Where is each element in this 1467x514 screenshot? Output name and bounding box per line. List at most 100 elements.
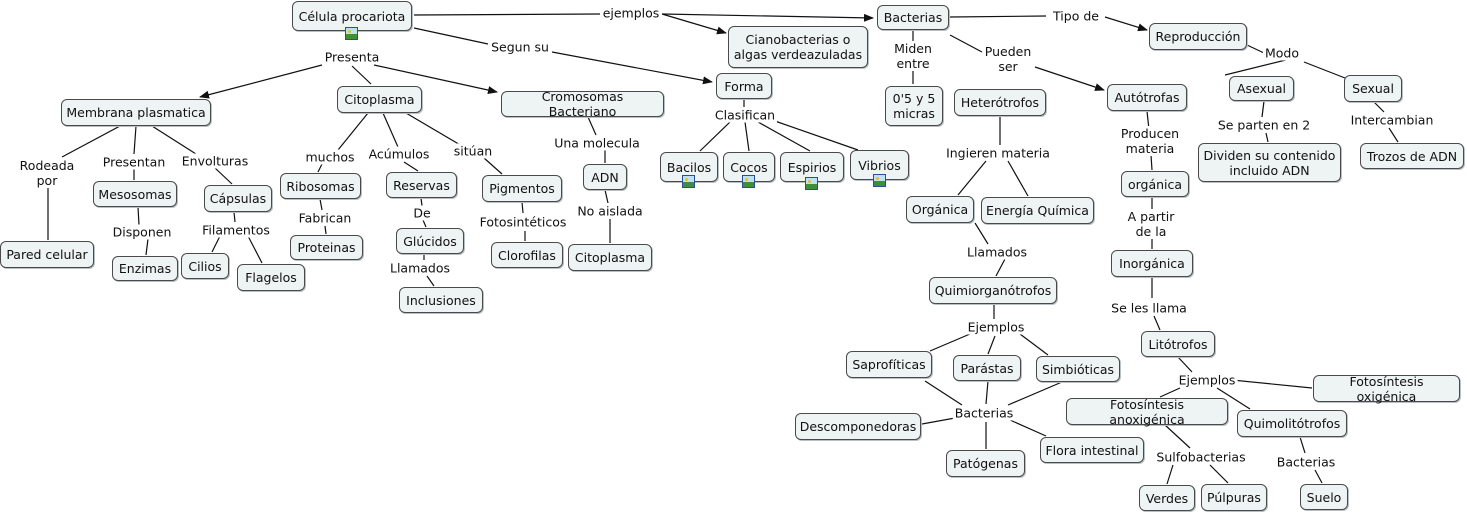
connector-line [324, 225, 327, 235]
node-reservas[interactable]: Reservas [386, 172, 457, 198]
node-pared-celular[interactable]: Pared celular [0, 241, 94, 268]
node-flora-intestinal[interactable]: Flora intestinal [1040, 437, 1144, 463]
link-se-les-llama: Se les llama [1109, 300, 1189, 316]
image-icon[interactable] [805, 177, 818, 190]
connector-line [351, 65, 372, 85]
connector-line [921, 417, 956, 425]
connector-line [744, 121, 750, 152]
link-fotosinteticos: Fotosintéticos [477, 214, 569, 230]
node-descomponedoras[interactable]: Descomponedoras [795, 413, 921, 440]
connector-line [214, 167, 233, 185]
node-asexual[interactable]: Asexual [1229, 76, 1294, 101]
node-energia-quimica[interactable]: Energía Química [981, 197, 1094, 224]
node-bacterias[interactable]: Bacterias [877, 5, 949, 30]
node-sexual[interactable]: Sexual [1344, 75, 1402, 102]
arrow-connector [373, 64, 498, 94]
link-ejemplos-right: Ejemplos [1176, 372, 1238, 388]
node-organica-1[interactable]: Orgánica [906, 196, 974, 223]
node-membrana-plasmatica[interactable]: Membrana plasmatica [61, 99, 211, 126]
node-inorganica[interactable]: Inorgánica [1111, 250, 1193, 277]
connector-line [699, 121, 731, 152]
image-icon[interactable] [345, 27, 358, 40]
connector-line [403, 161, 419, 172]
connector-line [420, 197, 423, 207]
node-forma[interactable]: Forma [716, 73, 772, 99]
node-litotrofos[interactable]: Litótrofos [1141, 331, 1215, 357]
node-glucidos[interactable]: Glúcidos [396, 228, 464, 254]
connector-line [1153, 315, 1161, 331]
connector-line [422, 219, 427, 228]
connector-line [1314, 469, 1323, 484]
link-filamentos: Filamentos [200, 222, 272, 238]
connector-line [145, 238, 149, 256]
connector-line [1177, 356, 1193, 373]
node-simbioticas[interactable]: Simbióticas [1036, 356, 1120, 382]
connector-line [974, 222, 989, 245]
node-quimiorganotrofos[interactable]: Quimiorganótrofos [929, 277, 1057, 304]
connector-line [1265, 132, 1269, 143]
node-adn[interactable]: ADN [583, 164, 627, 190]
link-disponen: Disponen [110, 224, 174, 240]
node-heterotrofos[interactable]: Heterótrofos [954, 89, 1046, 116]
node-purpuras[interactable]: Púlpuras [1201, 484, 1267, 511]
connector-line [1209, 464, 1229, 484]
connector-line [1019, 333, 1049, 356]
arrow-connector [551, 51, 713, 85]
connector-line [987, 335, 996, 355]
node-enzimas[interactable]: Enzimas [112, 256, 178, 281]
node-saprofiticas[interactable]: Saprofíticas [846, 351, 932, 378]
node-dividen[interactable]: Dividen su contenido incluido ADN [1198, 143, 1341, 182]
connector-line [137, 206, 140, 226]
node-reproduccion[interactable]: Reproducción [1149, 23, 1247, 50]
arrow-connector [661, 13, 874, 22]
node-fotosintesis-oxigenica[interactable]: Fotosíntesis oxigénica [1313, 374, 1460, 404]
node-parastas[interactable]: Parástas [953, 355, 1021, 381]
connector-line [426, 275, 435, 287]
connector-line [957, 160, 987, 196]
node-cromosomas-bacteriano[interactable]: Cromosomas Bacteriano [501, 89, 664, 119]
node-pigmentos[interactable]: Pigmentos [482, 175, 562, 202]
connector-line [1246, 44, 1265, 54]
node-trozos-adn[interactable]: Trozos de ADN [1360, 143, 1464, 169]
link-envolturas: Envolturas [179, 153, 251, 169]
node-organica-2[interactable]: orgánica [1121, 171, 1189, 197]
image-icon[interactable] [873, 174, 886, 187]
node-flagelos[interactable]: Flagelos [237, 264, 305, 291]
node-quimiolitotrofos[interactable]: Quimolitótrofos [1237, 410, 1347, 437]
connector-line [483, 157, 503, 175]
node-cilios[interactable]: Cilios [181, 253, 229, 279]
node-mesosomas[interactable]: Mesosomas [93, 181, 177, 207]
link-no-aislada: No aislada [575, 203, 645, 219]
link-miden-entre: Miden entre [892, 41, 934, 71]
connector-line [247, 235, 263, 264]
connector-line [382, 112, 399, 148]
link-tipo-de: Tipo de [1051, 8, 1101, 24]
image-icon[interactable] [682, 175, 695, 188]
arrow-connector [661, 13, 727, 35]
node-citoplasma-2[interactable]: Citoplasma [568, 244, 652, 271]
node-citoplasma[interactable]: Citoplasma [337, 86, 422, 113]
node-capsulas[interactable]: Cápsulas [204, 185, 272, 212]
node-medida[interactable]: 0'5 y 5 micras [885, 86, 943, 126]
node-proteinas[interactable]: Proteinas [290, 235, 363, 260]
node-fotosintesis-anoxigenica[interactable]: Fotosíntesis anoxigénica [1066, 397, 1228, 427]
connector-line [929, 333, 971, 352]
node-verdes[interactable]: Verdes [1139, 485, 1195, 511]
link-bacterias-mid: Bacterias [952, 405, 1016, 421]
image-icon[interactable] [742, 175, 755, 188]
node-ribosomas[interactable]: Ribosomas [280, 173, 361, 199]
node-suelo[interactable]: Suelo [1300, 484, 1348, 510]
node-inclusiones[interactable]: Inclusiones [399, 287, 483, 313]
node-clorofilas[interactable]: Clorofilas [491, 242, 563, 268]
connector-line [604, 189, 609, 204]
arrow-connector [199, 64, 323, 99]
node-autotrofas[interactable]: Autótrofas [1107, 84, 1187, 111]
link-llamados-1: Llamados [387, 260, 453, 276]
node-patogenas[interactable]: Patógenas [946, 450, 1025, 477]
connector-line [405, 112, 463, 147]
connector-line [587, 116, 597, 136]
connector-line [413, 27, 489, 45]
node-cianobacterias[interactable]: Cianobacterias o algas verdeazuladas [728, 26, 868, 68]
